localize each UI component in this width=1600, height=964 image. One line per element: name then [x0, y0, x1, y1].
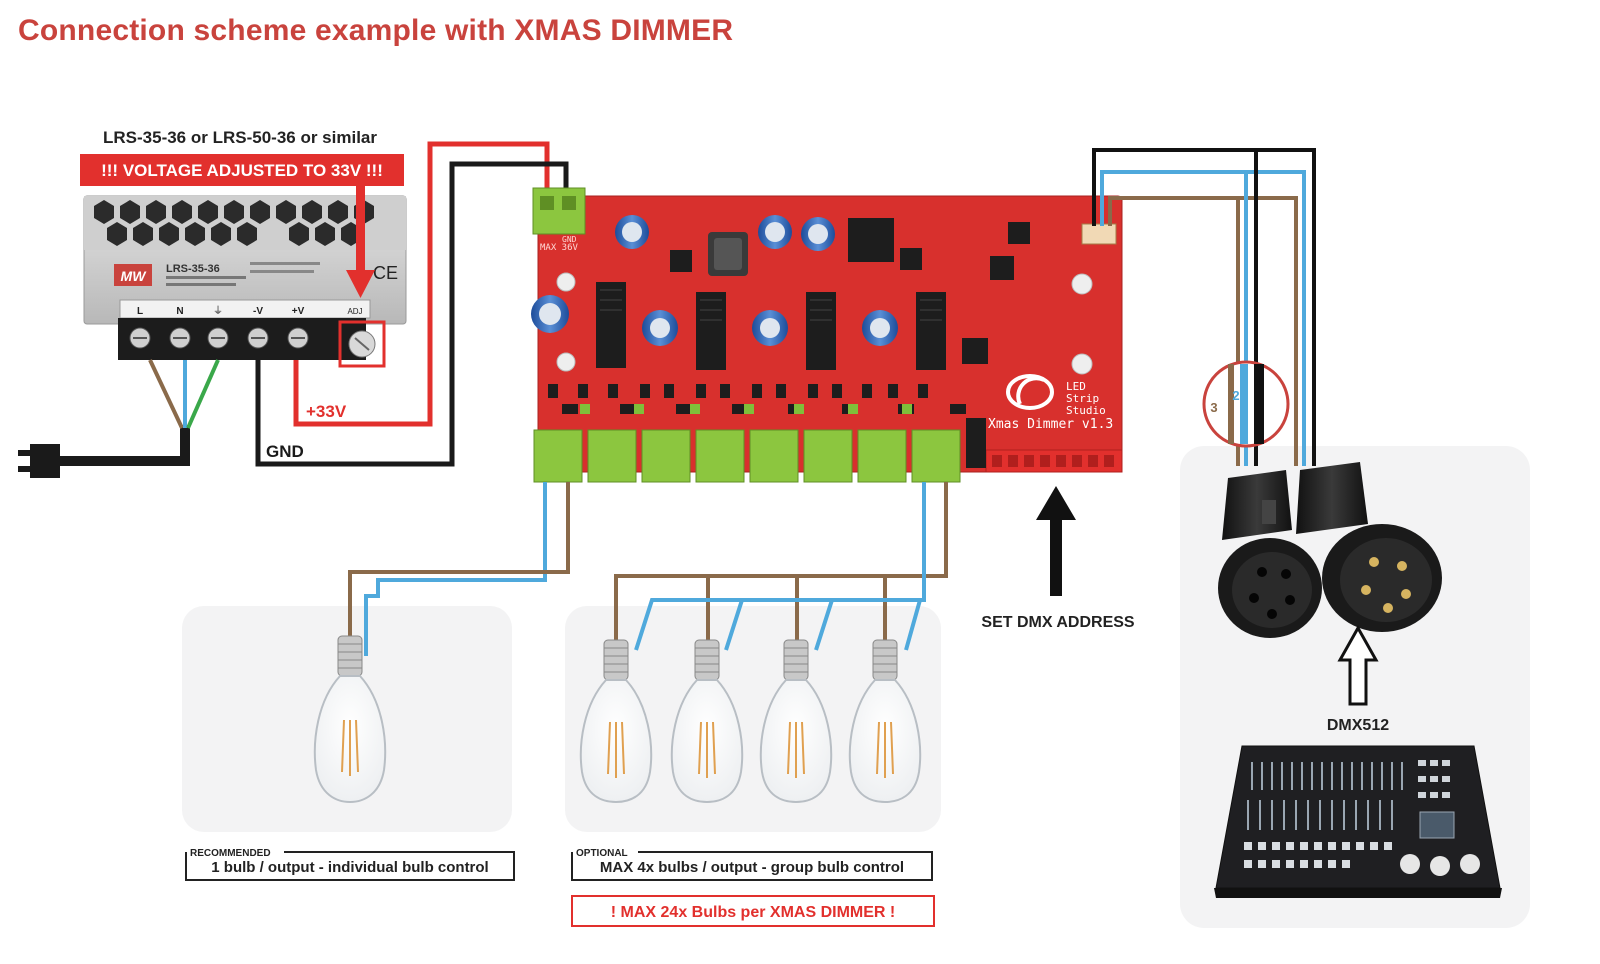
gnd-label: GND [266, 442, 304, 461]
status-leds [580, 404, 912, 414]
board-gnd-label: GND [562, 235, 577, 244]
down-arrow-icon [346, 186, 375, 298]
dmx-wire-brown-out [1108, 196, 1298, 466]
output-8-brown-branches [706, 576, 887, 640]
bulb-optional-3 [759, 639, 833, 804]
mains-plug-icon [18, 444, 60, 478]
output-terminals [533, 429, 961, 483]
max-bulbs-note: ! MAX 24x Bulbs per XMAS DIMMER ! [611, 904, 895, 921]
dmx-address-switch[interactable] [985, 449, 1123, 473]
outline-up-arrow-icon [1337, 624, 1379, 706]
output-1-wire-blue [364, 482, 547, 656]
recommended-tag: RECOMMENDED [190, 848, 271, 859]
pin-3-label: 3 [1210, 400, 1217, 415]
bulb-optional-1 [579, 639, 653, 804]
output-1-wire-brown [348, 482, 570, 636]
psu-model: LRS-35-36 [166, 263, 220, 275]
console-display [1419, 811, 1455, 839]
psu-terminal-block [118, 318, 366, 360]
bulb-optional-4 [848, 639, 922, 804]
recommended-caption: RECOMMENDED 1 bulb / output - individual… [185, 848, 515, 881]
plus-33v-label: +33V [306, 402, 347, 421]
optional-tag: OPTIONAL [576, 848, 628, 859]
vent-holes [94, 200, 374, 246]
terminal-label-N: N [176, 306, 183, 317]
voltage-warning-box [80, 154, 404, 186]
brand-line-2: Strip [1066, 392, 1099, 405]
dmx-wire-blue-out [1100, 170, 1306, 466]
power-input-terminal [532, 187, 586, 235]
mounting-holes [556, 272, 1093, 375]
xmas-dimmer-board: MAX 36V GND [531, 187, 1123, 483]
output-8-blue-branches [724, 599, 922, 651]
board-input-label: MAX 36V [540, 243, 579, 253]
pin-2-label: 2 [1232, 388, 1239, 403]
dmx-header-connector [1081, 223, 1117, 245]
bulb-recommended [313, 635, 387, 804]
max-bulbs-box [571, 895, 935, 927]
wire-gnd [255, 161, 569, 467]
wire-L-brown [148, 359, 184, 429]
output-8-wire-brown [614, 482, 948, 640]
meanwell-logo [114, 264, 152, 286]
brand-line-1: LED [1066, 380, 1086, 393]
ce-mark: CE [373, 263, 398, 283]
heat-sinks [596, 218, 1030, 370]
dmx-wire-black-out [1092, 148, 1316, 466]
terminal-label-plus-v: +V [292, 306, 305, 317]
brand-line-3: Studio [1066, 404, 1106, 417]
led-strip-studio-logo [1006, 374, 1054, 410]
capacitors [531, 215, 898, 346]
mains-cable [60, 425, 190, 466]
dmx-console [1214, 745, 1502, 898]
page-title: Connection scheme example with XMAS DIMM… [18, 14, 734, 47]
terminal-label-earth: ⏚ [213, 305, 223, 317]
xlr-female-connector [1218, 470, 1322, 638]
dmx-address-label: SET DMX ADDRESS [981, 614, 1135, 631]
optional-panel [565, 606, 941, 832]
board-name: Xmas Dimmer v1.3 [988, 417, 1113, 432]
adj-highlight [338, 320, 386, 368]
power-supply: MW LRS-35-36 CE L N ⏚ -V +V [83, 195, 407, 368]
psu-brand: MW [121, 268, 148, 284]
wire-plus-33v [293, 141, 550, 427]
reset-button[interactable] [966, 418, 986, 468]
heat-sink-fins [600, 289, 942, 321]
adj-label: ADJ [347, 307, 362, 316]
xlr-male-connector [1296, 462, 1442, 632]
optional-text: MAX 4x bulbs / output - group bulb contr… [600, 859, 904, 876]
output-8-wire-blue [634, 482, 926, 651]
bulb-optional-2 [670, 639, 744, 804]
psu-caption: LRS-35-36 or LRS-50-36 or similar [103, 128, 377, 147]
optional-caption: OPTIONAL MAX 4x bulbs / output - group b… [571, 848, 933, 881]
voltage-warning: !!! VOLTAGE ADJUSTED TO 33V !!! [101, 161, 383, 180]
dmx512-label: DMX512 [1327, 717, 1389, 734]
recommended-text: 1 bulb / output - individual bulb contro… [211, 859, 488, 876]
terminal-label-minus-v: -V [253, 306, 263, 317]
up-arrow-icon [1036, 486, 1076, 596]
pin-1-label: 1 [1254, 374, 1261, 389]
terminal-label-L: L [137, 306, 143, 317]
wire-earth-green [186, 359, 220, 429]
